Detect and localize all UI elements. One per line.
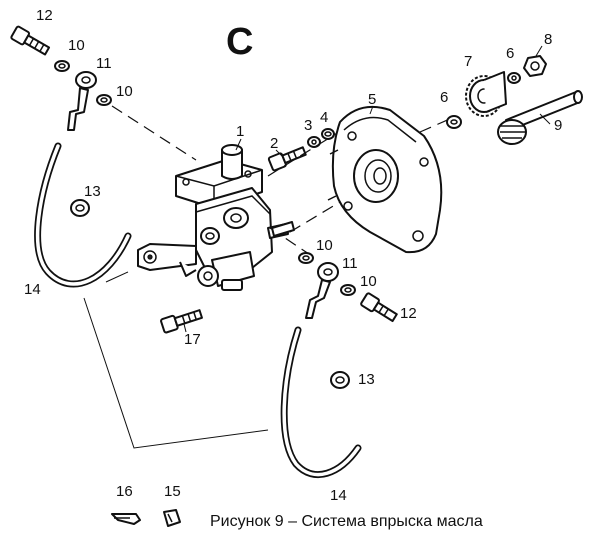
oil-pump-assembly	[137, 144, 289, 291]
gear-washer-left	[446, 115, 462, 129]
label-12-top: 12	[36, 7, 53, 24]
banjo-bolt-top	[10, 25, 51, 56]
label-12-lower: 12	[400, 305, 417, 322]
label-6-right: 6	[506, 45, 514, 62]
pump-o-ring	[321, 128, 335, 140]
washer-lower-1	[298, 252, 314, 264]
hose-clamp-tool	[111, 513, 141, 525]
drive-gear	[465, 71, 507, 117]
label-6-left: 6	[440, 89, 448, 106]
label-10-top1: 10	[68, 37, 85, 54]
banjo-fitting-bottom	[305, 262, 339, 319]
label-4: 4	[320, 109, 328, 126]
pump-cover-plate	[327, 106, 443, 254]
label-7: 7	[464, 53, 472, 70]
leader-9	[539, 113, 551, 125]
shaft-worm-gear	[497, 119, 527, 145]
oil-hose-right	[280, 326, 362, 478]
leader-17	[183, 323, 187, 333]
gear-washer-right	[507, 72, 521, 84]
hose-clip-left	[70, 199, 90, 217]
pump-washer	[307, 136, 321, 148]
label-13-right: 13	[358, 371, 375, 388]
leader-1	[235, 138, 242, 151]
washer-lower-2	[340, 284, 356, 296]
label-9: 9	[554, 117, 562, 134]
washer-top-2	[96, 94, 112, 106]
washer-top-1	[54, 60, 70, 72]
section-letter: C	[226, 21, 253, 63]
assembly-axis-pump-cover	[267, 129, 343, 177]
label-10-lower1: 10	[316, 237, 333, 254]
label-3: 3	[304, 117, 312, 134]
label-14-right: 14	[330, 487, 347, 504]
banjo-bolt-bottom	[360, 292, 398, 323]
label-11-top: 11	[96, 55, 112, 72]
drive-shaft	[497, 90, 583, 145]
hose-leader-lines	[83, 297, 269, 449]
leader-14a	[105, 271, 129, 283]
assembly-axis-top	[111, 105, 197, 161]
oil-hose-left	[34, 142, 132, 288]
label-1: 1	[236, 123, 244, 140]
label-10-top2: 10	[116, 83, 133, 100]
leader-2	[275, 149, 283, 157]
leader-5	[369, 105, 374, 115]
label-16: 16	[116, 483, 133, 500]
figure-caption: Рисунок 9 – Система впрыска масла	[210, 513, 483, 530]
hose-plug	[163, 509, 181, 527]
label-15: 15	[164, 483, 181, 500]
gear-nut	[523, 55, 547, 77]
pump-stud	[271, 221, 295, 237]
banjo-fitting-top	[67, 71, 97, 131]
lever-bolt	[160, 309, 203, 334]
label-17: 17	[184, 331, 201, 348]
leader-8	[535, 45, 543, 57]
label-8: 8	[544, 31, 552, 48]
label-5: 5	[368, 91, 376, 108]
label-2: 2	[270, 135, 278, 152]
pump-mount-bolt	[267, 146, 307, 172]
label-14-left: 14	[24, 281, 41, 298]
label-10-lower2: 10	[360, 273, 377, 290]
label-11-lower: 11	[342, 255, 358, 272]
hose-clip-right	[330, 371, 350, 389]
label-13-left: 13	[84, 183, 101, 200]
